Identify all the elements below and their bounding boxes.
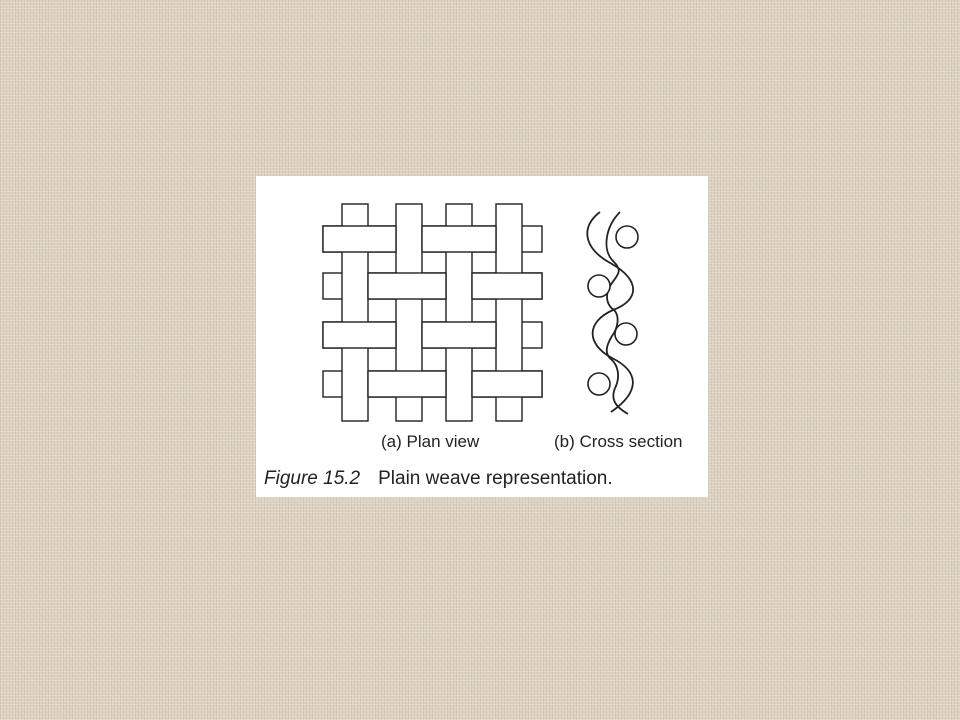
cross-section-label: (b) Cross section bbox=[554, 432, 683, 451]
weft-over-crossing bbox=[471, 370, 543, 398]
figure-caption: Figure 15.2 Plain weave representation. bbox=[264, 468, 613, 490]
warp-wave-back bbox=[605, 211, 629, 415]
weft-over-crossing bbox=[322, 225, 397, 253]
plan-view-label: (a) Plan view bbox=[381, 432, 480, 451]
figure-card: (a) Plan view (b) Cross section Figure 1… bbox=[256, 176, 708, 497]
weft-over-crossing bbox=[471, 272, 543, 300]
figure-number: Figure 15.2 bbox=[264, 468, 361, 489]
weft-yarn-circle bbox=[614, 322, 638, 346]
weft-over-crossing bbox=[421, 225, 497, 253]
weft-yarn-circle bbox=[587, 274, 611, 298]
weft-yarn-circle bbox=[615, 225, 639, 249]
weft-over-crossing bbox=[367, 370, 447, 398]
plan-view-weave bbox=[322, 203, 543, 422]
cross-section-weave bbox=[586, 211, 639, 415]
figure-caption-text: Plain weave representation. bbox=[378, 468, 613, 489]
weft-over-crossing bbox=[421, 321, 497, 349]
weft-yarn-circle bbox=[587, 372, 611, 396]
weft-over-crossing bbox=[367, 272, 447, 300]
weft-over-crossing bbox=[322, 321, 397, 349]
weave-diagram bbox=[322, 203, 639, 422]
